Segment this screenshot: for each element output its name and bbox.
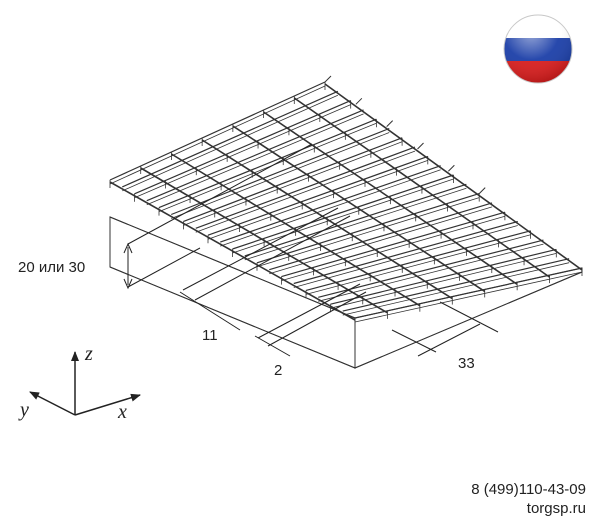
bearing-bar-edge	[293, 225, 518, 288]
y-axis-arrow	[29, 391, 76, 416]
bearing-bar	[244, 183, 467, 257]
thickness-label: 2	[274, 362, 282, 379]
bearing-bar	[220, 165, 441, 243]
bearing-bar	[171, 127, 390, 216]
bearing-bar-edge	[183, 141, 403, 226]
bearing-bar	[207, 155, 429, 236]
bearing-bar-edge	[146, 113, 364, 206]
bearing-bar	[281, 211, 506, 278]
bearing-bar-edge	[220, 169, 441, 247]
grating-panel	[109, 75, 583, 369]
bearing-bar-edge	[195, 150, 416, 233]
bearing-bar	[330, 248, 557, 305]
bearing-bar-edge	[269, 206, 493, 275]
cross-pitch-dimension	[417, 323, 481, 357]
z-axis-label: z	[84, 343, 93, 365]
grating-edge	[354, 271, 583, 369]
cross-pitch-label: 33	[458, 355, 475, 372]
bearing-bar-edge	[305, 234, 531, 295]
bearing-bar-edge	[171, 132, 390, 219]
bar-stub	[355, 97, 363, 105]
contact-website[interactable]: torgsp.ru	[526, 500, 586, 517]
bar-stub	[324, 75, 332, 83]
bearing-bar-edge	[158, 122, 377, 212]
bearing-bar	[146, 109, 364, 202]
pitch-dimension	[179, 291, 241, 331]
bearing-bar-edge	[207, 160, 428, 240]
bearing-bar	[293, 220, 518, 285]
bearing-bar	[122, 90, 339, 188]
bearing-bar	[354, 267, 583, 319]
bearing-bar	[342, 258, 570, 312]
y-axis-label: y	[18, 399, 29, 421]
bar-stub	[448, 164, 455, 172]
bearing-bar	[232, 174, 454, 250]
grating-edge	[109, 266, 356, 369]
bearing-bar	[183, 137, 403, 222]
grating-side-face	[109, 216, 356, 369]
bearing-bar	[269, 202, 493, 271]
pitch-label: 11	[202, 327, 218, 344]
x-axis-label: x	[117, 401, 127, 423]
bearing-bar	[256, 193, 480, 264]
bearing-bar-edge	[232, 178, 454, 254]
axis-triad	[29, 351, 141, 416]
bearing-bar-edge	[256, 197, 480, 268]
thickness-dimension	[254, 335, 291, 357]
bearing-bar-edge	[134, 104, 351, 199]
bar-stub	[386, 120, 394, 127]
bar-stub	[417, 142, 424, 150]
dimension-lines	[123, 143, 499, 357]
bearing-bar	[158, 118, 377, 209]
grating-edge	[109, 216, 356, 319]
bearing-bar	[318, 239, 544, 298]
bar-stub	[478, 187, 486, 194]
bearing-bar-edge	[244, 187, 467, 261]
bearing-bar-edge	[281, 215, 506, 281]
bearing-bar-edge	[318, 243, 544, 302]
bearing-bar	[195, 146, 416, 229]
bearing-bar	[134, 100, 351, 195]
bearing-bar-edge	[330, 253, 557, 309]
x-axis-arrow	[74, 393, 141, 416]
bearing-bar-edge	[122, 94, 339, 192]
bearing-bar-edge	[354, 271, 583, 323]
flag-badge	[503, 14, 573, 84]
bearing-bar-edge	[109, 85, 326, 185]
bearing-bar	[109, 81, 326, 181]
bearing-bar-edge	[342, 262, 570, 316]
bearing-bar	[305, 230, 531, 291]
contact-phone[interactable]: 8 (499)110-43-09	[471, 481, 586, 498]
height-label: 20 или 30	[18, 259, 85, 276]
